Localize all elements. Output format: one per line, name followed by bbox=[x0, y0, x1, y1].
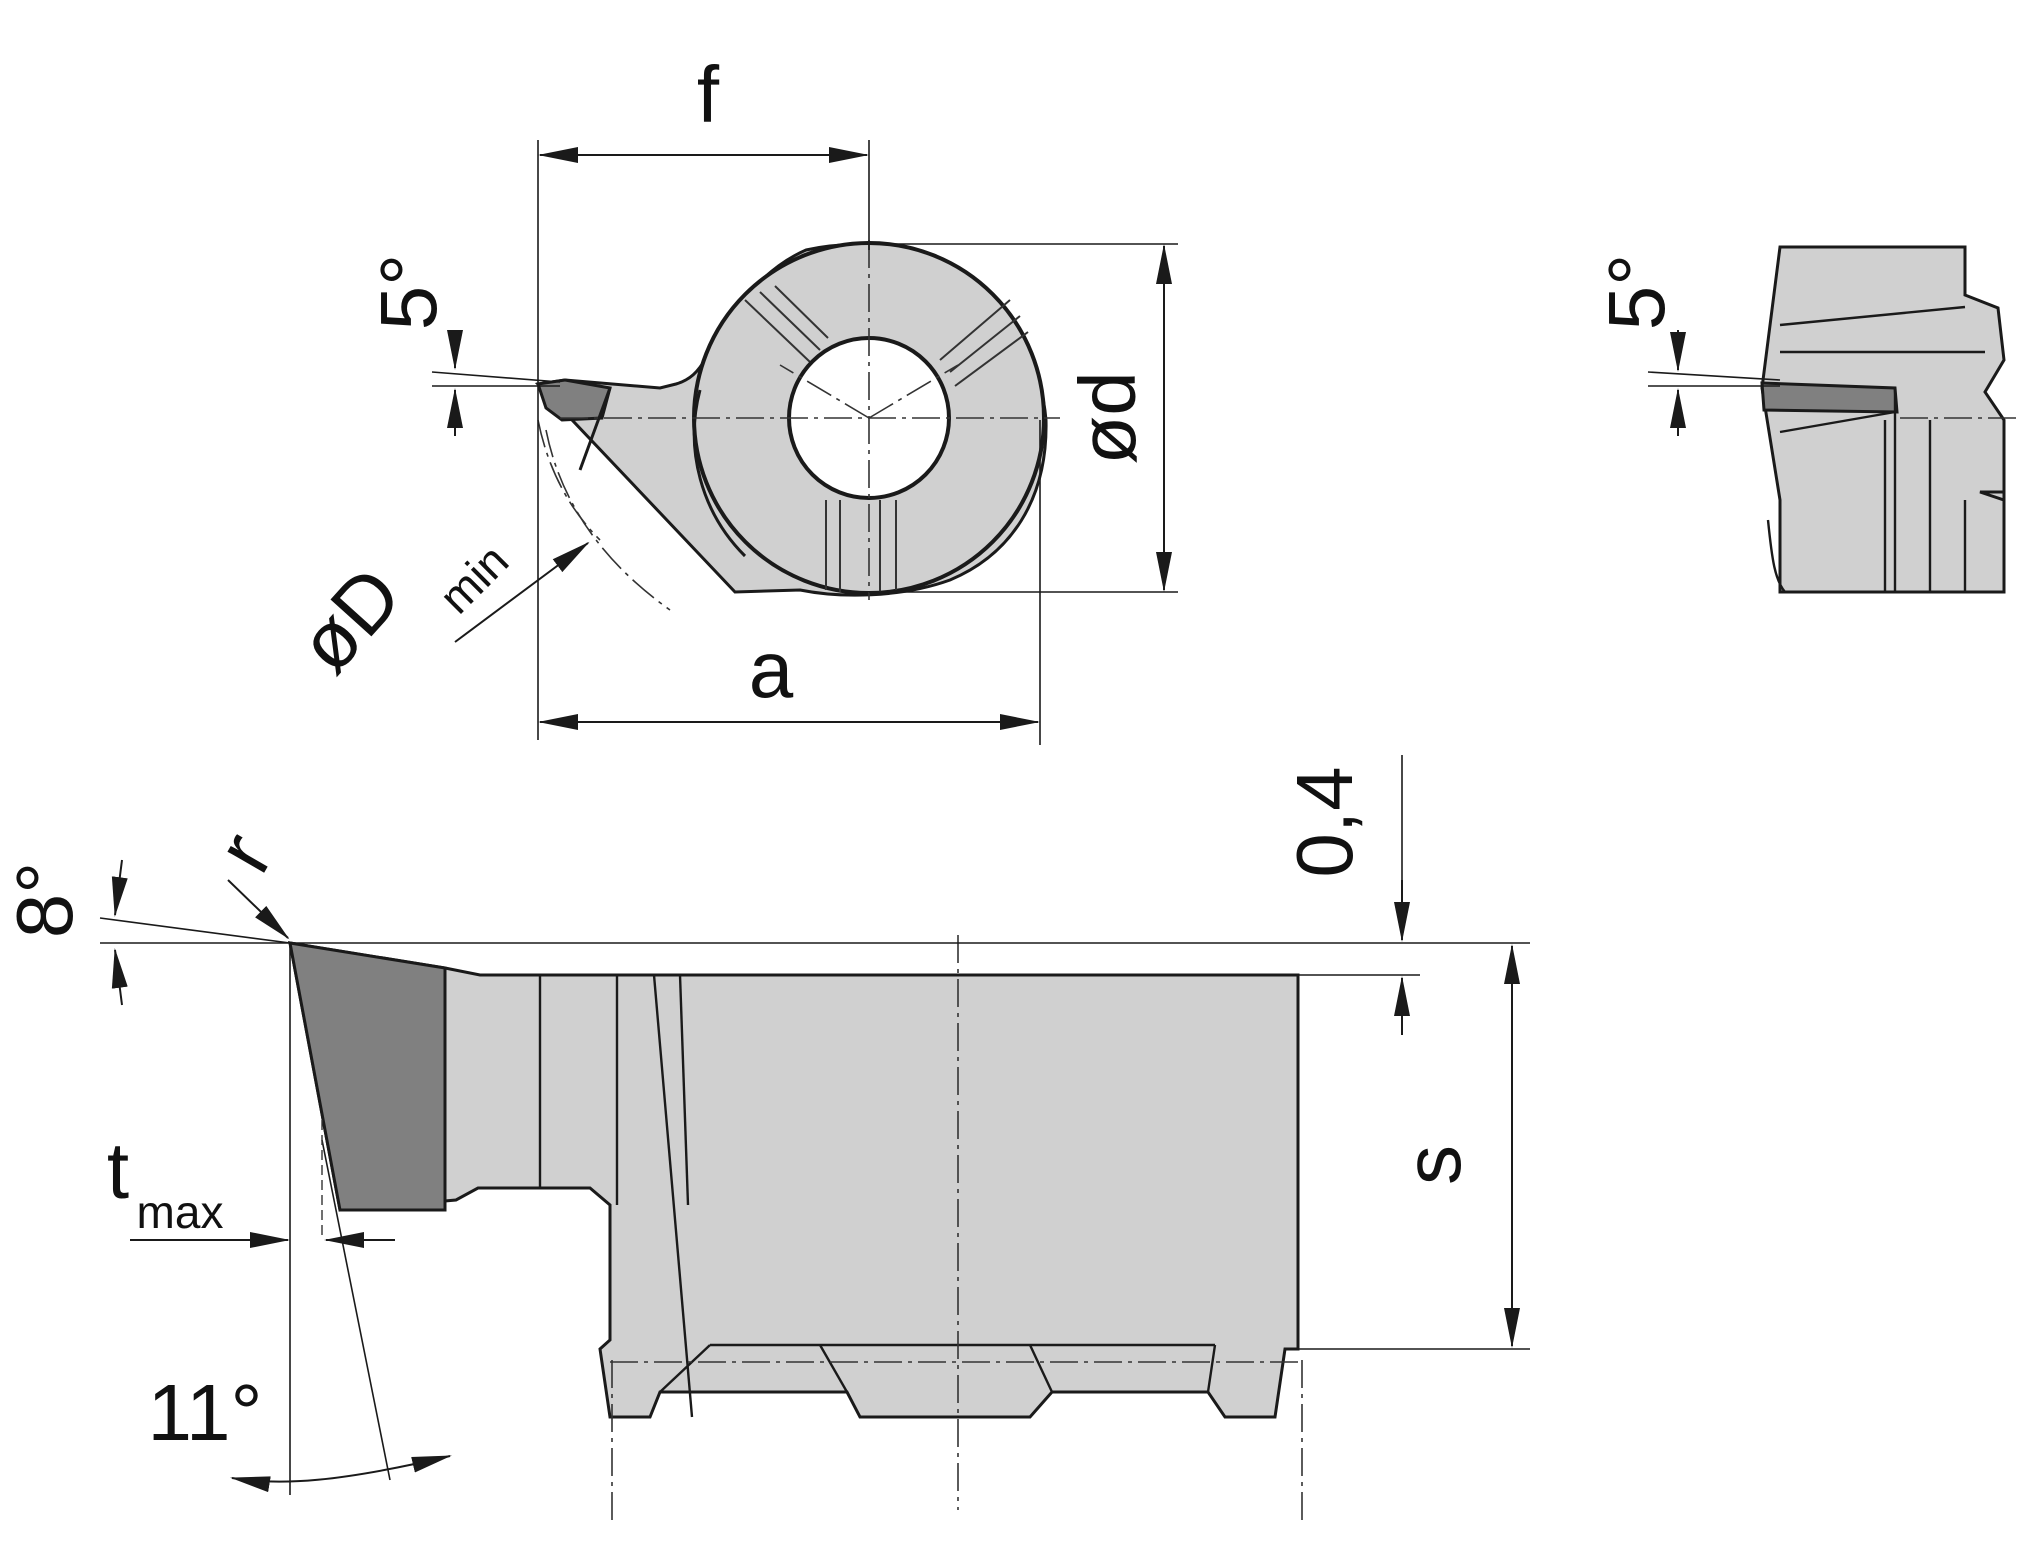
label-od: ød bbox=[1063, 371, 1152, 464]
label-angle-11: 11° bbox=[147, 1368, 262, 1457]
dim-dmin-arrow bbox=[454, 541, 590, 643]
label-angle-side: 5° bbox=[1592, 254, 1681, 330]
side-view-insert bbox=[1760, 381, 1899, 414]
top-view-centerlines bbox=[537, 240, 1060, 611]
label-angle-top: 5° bbox=[364, 254, 453, 330]
label-r: r bbox=[199, 818, 289, 886]
disc-grooves bbox=[744, 285, 1029, 592]
label-t-sub: max bbox=[137, 1186, 224, 1238]
label-t: t bbox=[107, 1126, 129, 1215]
label-a: a bbox=[749, 625, 794, 714]
front-view-body bbox=[288, 941, 1300, 1419]
label-dmin: øD bbox=[281, 550, 418, 689]
side-view-body bbox=[1760, 245, 2006, 594]
top-view bbox=[431, 140, 1178, 745]
label-dmin-sub: min bbox=[429, 534, 518, 623]
front-view-centerlines bbox=[610, 935, 1303, 1520]
label-s: s bbox=[1388, 1145, 1477, 1185]
front-view bbox=[99, 755, 1530, 1520]
top-view-insert bbox=[536, 378, 612, 422]
side-view bbox=[1647, 245, 2020, 594]
top-view-inner-ring bbox=[692, 389, 747, 558]
front-view-insert bbox=[288, 941, 447, 1212]
label-f: f bbox=[697, 50, 720, 139]
label-angle-8: 8° bbox=[0, 862, 89, 938]
label-dim-04: 0,4 bbox=[1280, 766, 1369, 877]
